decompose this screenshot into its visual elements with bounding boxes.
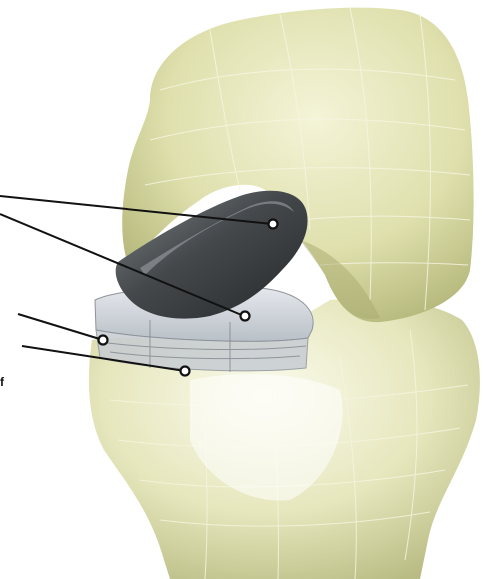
callout-marker-d	[181, 367, 190, 376]
callout-label-f: f	[0, 376, 4, 388]
callout-marker-a	[269, 220, 278, 229]
callout-marker-b	[241, 312, 250, 321]
callout-marker-c	[99, 336, 108, 345]
callout-line-c	[18, 314, 103, 340]
